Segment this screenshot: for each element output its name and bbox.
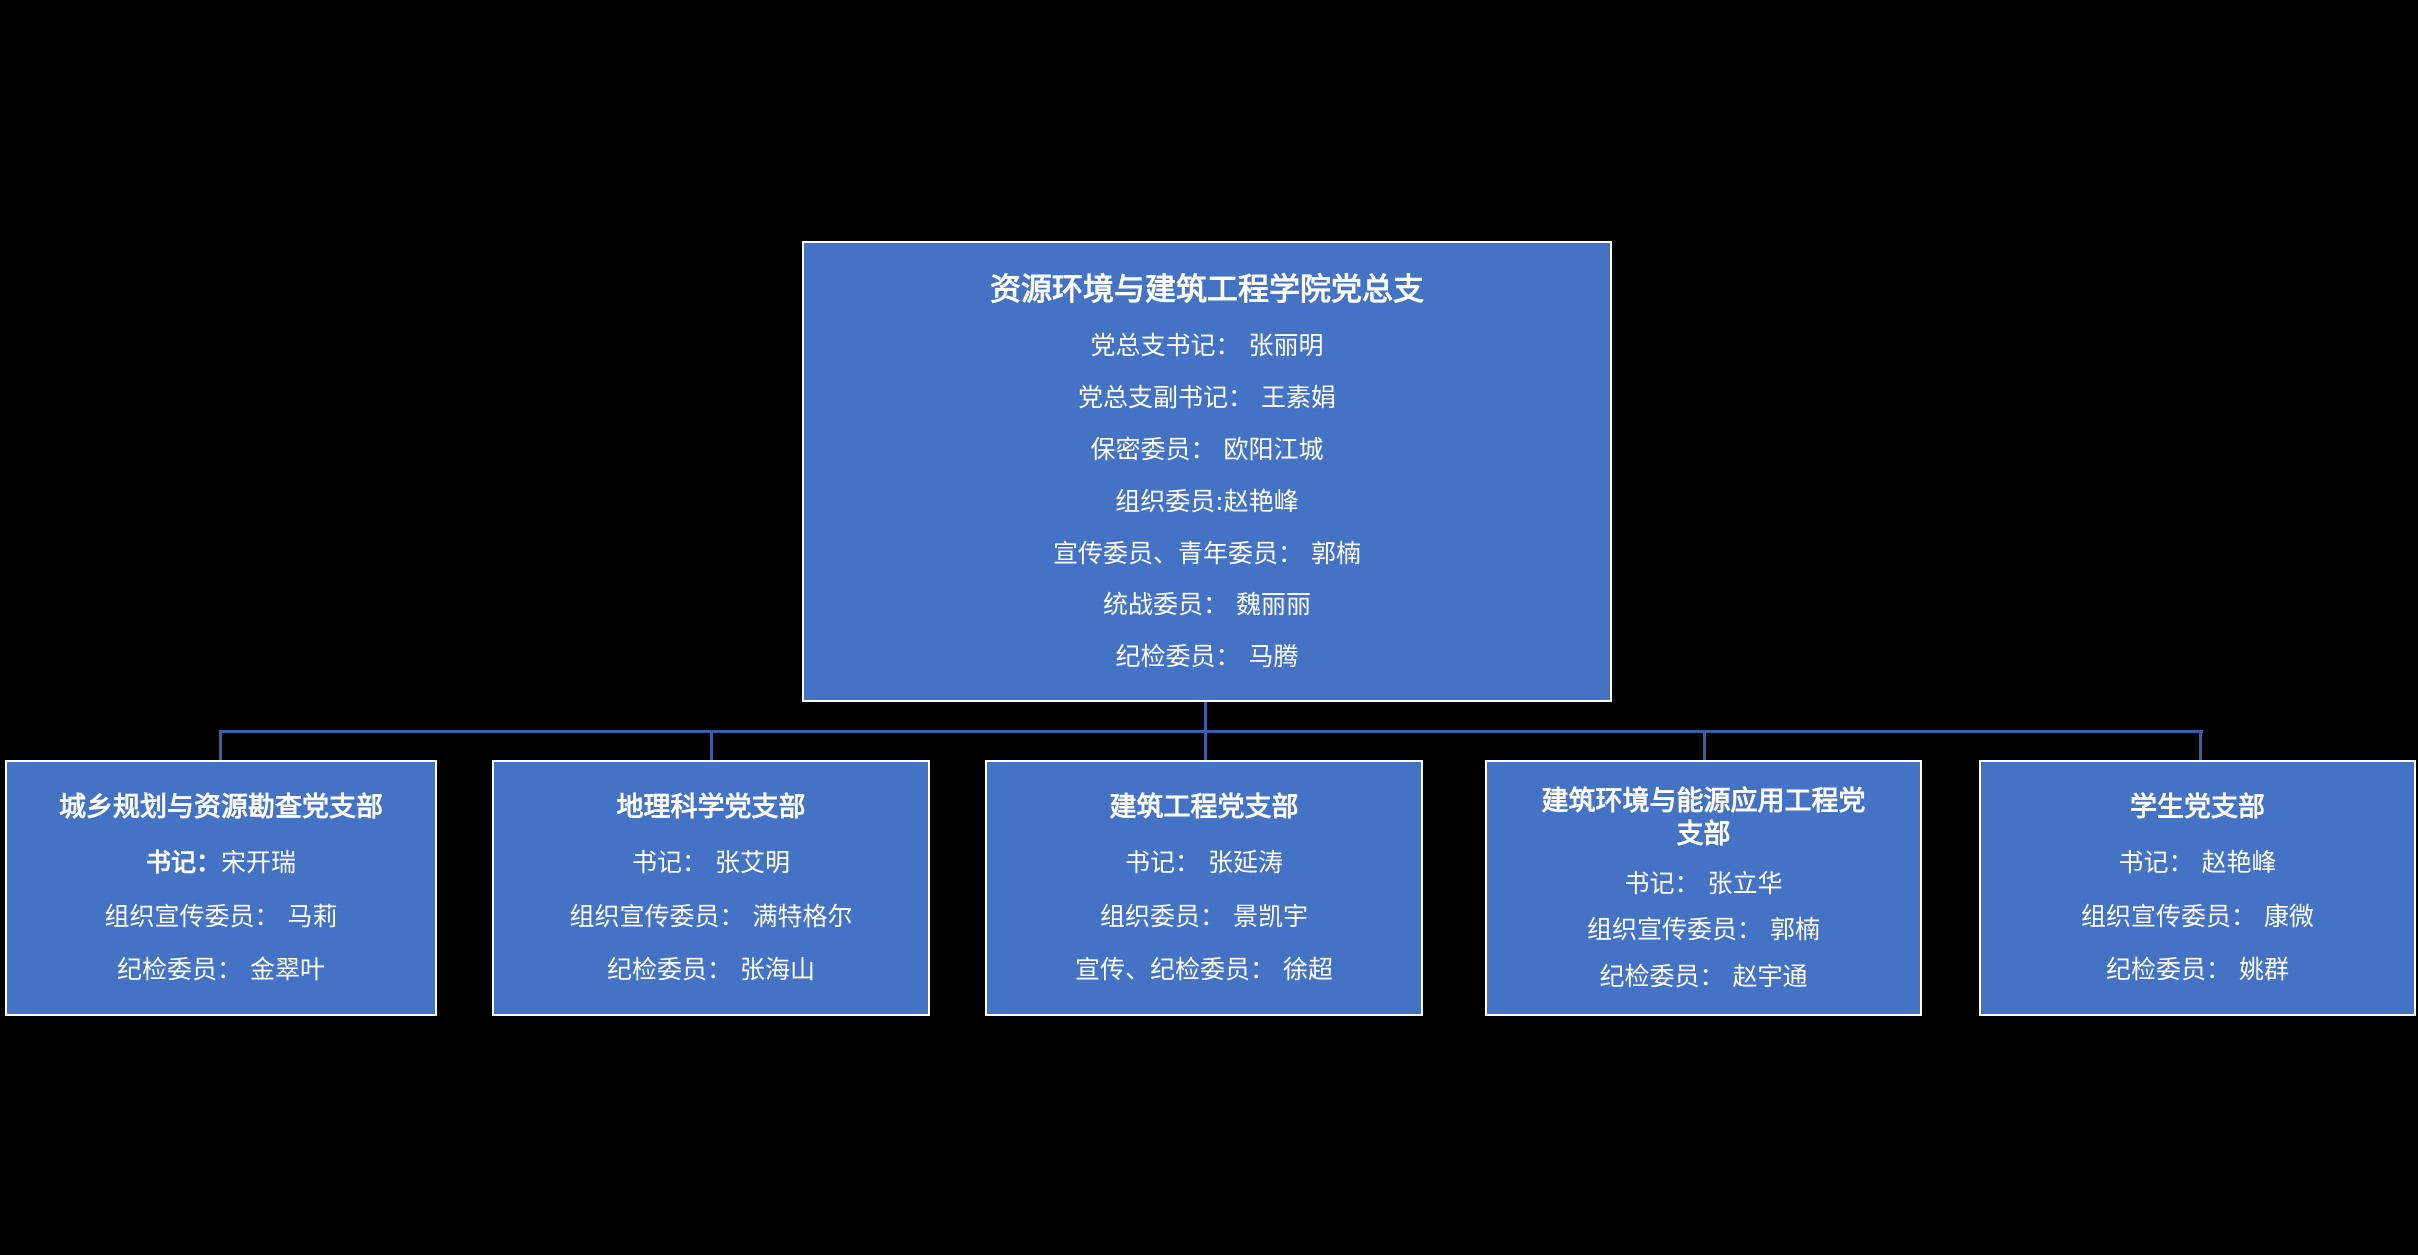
member-line-organization: 组织委员： 景凯宇: [1100, 901, 1308, 931]
member-line-secretary: 党总支书记： 张丽明: [1090, 331, 1324, 361]
connector-drop-branch-4: [1703, 730, 1706, 762]
member-line-secrecy: 保密委员： 欧阳江城: [1090, 434, 1324, 464]
member-line-discipline: 纪检委员： 姚群: [2106, 954, 2289, 984]
branch-node-title: 城乡规划与资源勘查党支部: [59, 792, 383, 824]
member-line-deputy-secretary: 党总支副书记： 王素娟: [1078, 383, 1336, 413]
connector-drop-branch-5: [2199, 730, 2202, 762]
member-line-publicity-youth: 宣传委员、青年委员： 郭楠: [1053, 538, 1361, 568]
member-line-org-publicity: 组织宣传委员： 马莉: [104, 901, 338, 931]
member-line-discipline: 纪检委员： 赵宇通: [1599, 961, 1808, 991]
branch-node-title: 建筑环境与能源应用工程党支部: [1541, 785, 1866, 851]
org-node-branch-construction: 建筑工程党支部 书记： 张延涛 组织委员： 景凯宇 宣传、纪检委员： 徐超: [985, 760, 1423, 1016]
org-node-root: 资源环境与建筑工程学院党总支 党总支书记： 张丽明 党总支副书记： 王素娟 保密…: [802, 241, 1612, 702]
member-line-org-publicity: 组织宣传委员： 满特格尔: [569, 901, 853, 931]
member-line-org-publicity: 组织宣传委员： 郭楠: [1587, 915, 1820, 944]
connector-root-stub: [1204, 702, 1207, 731]
org-node-branch-students: 学生党支部 书记： 赵艳峰 组织宣传委员： 康微 纪检委员： 姚群: [1979, 760, 2416, 1016]
member-line-secretary: 书记： 张艾明: [632, 848, 790, 878]
member-line-org-publicity: 组织宣传委员： 康微: [2081, 901, 2314, 931]
branch-node-title: 地理科学党支部: [616, 792, 806, 824]
member-line-secretary: 书记：宋开瑞: [146, 848, 296, 878]
member-line-organization: 组织委员:赵艳峰: [1115, 486, 1299, 516]
member-line-secretary: 书记： 张立华: [1624, 868, 1783, 898]
org-node-branch-building-energy: 建筑环境与能源应用工程党支部 书记： 张立华 组织宣传委员： 郭楠 纪检委员： …: [1485, 760, 1922, 1016]
connector-horizontal-rail: [219, 730, 2203, 733]
connector-drop-branch-1: [219, 730, 222, 762]
member-line-secretary: 书记： 赵艳峰: [2118, 848, 2277, 878]
org-node-branch-geography: 地理科学党支部 书记： 张艾明 组织宣传委员： 满特格尔 纪检委员： 张海山: [492, 760, 930, 1016]
secretary-name: 宋开瑞: [221, 848, 297, 878]
root-node-title: 资源环境与建筑工程学院党总支: [990, 271, 1424, 308]
member-line-united-front: 统战委员： 魏丽丽: [1103, 590, 1311, 620]
member-line-discipline: 纪检委员： 金翠叶: [117, 954, 325, 984]
member-line-publicity-discipline: 宣传、纪检委员： 徐超: [1075, 954, 1333, 984]
member-line-discipline: 纪检委员： 马腾: [1115, 642, 1299, 672]
branch-node-title: 学生党支部: [2130, 792, 2265, 824]
org-node-branch-urban-planning: 城乡规划与资源勘查党支部 书记：宋开瑞 组织宣传委员： 马莉 纪检委员： 金翠叶: [5, 760, 437, 1016]
connector-drop-branch-3: [1204, 730, 1207, 762]
connector-drop-branch-2: [710, 730, 713, 762]
secretary-label: 书记：: [145, 848, 221, 878]
member-line-discipline: 纪检委员： 张海山: [607, 954, 815, 984]
member-line-secretary: 书记： 张延涛: [1125, 848, 1283, 878]
branch-node-title: 建筑工程党支部: [1109, 792, 1299, 824]
